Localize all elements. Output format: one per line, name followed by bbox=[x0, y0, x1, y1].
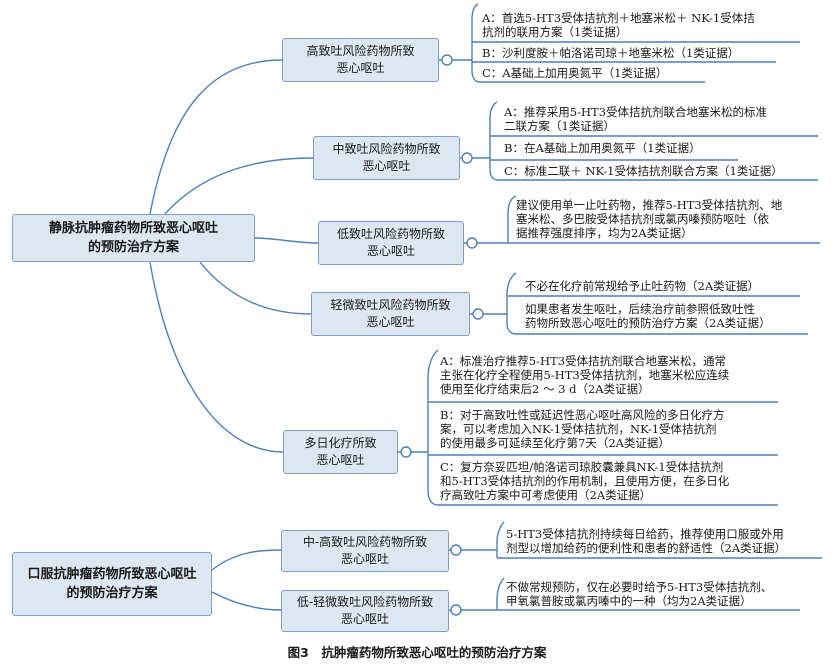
branch-multiday-line2: 恶心呕吐 bbox=[316, 453, 365, 467]
root-node-oral: 口服抗肿瘤药物所致恶心呕吐 的预防治疗方案 bbox=[12, 552, 212, 616]
branch-moderate-risk: 中致吐风险药物所致 恶心呕吐 bbox=[313, 136, 460, 180]
branch-oral-high: 中-高致吐风险药物所致 恶心呕吐 bbox=[281, 530, 449, 572]
leaf-minimal-2: 如果患者发生呕吐，后续治疗前参照低致吐性 药物所致恶心呕吐的预防治疗方案（2A类… bbox=[525, 302, 771, 330]
leaf-low: 建议使用单一止吐药物，推荐5-HT3受体拮抗剂、地 塞米松、多巴胺受体拮抗剂或氯… bbox=[516, 198, 782, 240]
branch-oral-high-line1: 中-高致吐风险药物所致 bbox=[302, 535, 428, 549]
branch-low-line1: 低致吐风险药物所致 bbox=[336, 227, 445, 241]
figure-caption: 图3 抗肿瘤药物所致恶心呕吐的预防治疗方案 bbox=[287, 645, 547, 660]
branch-minimal-line2: 恶心呕吐 bbox=[366, 315, 415, 329]
leaf-minimal-1: 不必在化疗前常规给予止吐药物（2A类证据） bbox=[525, 279, 759, 293]
leaf-line: 剂型以增加给药的便利性和患者的舒适性（2A类证据） bbox=[506, 541, 787, 555]
leaf-line: 案，可以考虑加入NK-1受体拮抗剂，NK-1受体拮抗剂 bbox=[440, 422, 717, 436]
branch-oral-low-line2: 恶心呕吐 bbox=[340, 612, 389, 626]
leaf-multiday-a: A：标准治疗推荐5-HT3受体拮抗剂联合地塞米松，通常 主张在化疗全程使用5-H… bbox=[440, 354, 729, 396]
leaf-line: 不必在化疗前常规给予止吐药物（2A类证据） bbox=[525, 279, 760, 293]
branch-high-line2: 恶心呕吐 bbox=[336, 61, 385, 75]
leaf-line: 使用至化疗结束后2 ～ 3 d（2A类证据） bbox=[440, 382, 650, 396]
leaf-multiday-c: C：复方奈妥匹坦/帕洛诺司琼胶囊兼具NK-1受体拮抗剂 和5-HT3受体拮抗剂的… bbox=[440, 460, 729, 502]
leaf-line: A：首选5-HT3受体拮抗剂＋地塞米松＋ NK-1受体拮 bbox=[482, 11, 755, 25]
branch-minimal-line1: 轻微致吐风险药物所致 bbox=[330, 298, 451, 312]
leaf-line: A：标准治疗推荐5-HT3受体拮抗剂联合地塞米松，通常 bbox=[440, 354, 727, 368]
leaf-line: 据推荐强度排序，均为2A类证据） bbox=[516, 226, 693, 240]
leaf-moderate-a: A：推荐采用5-HT3受体拮抗剂联合地塞米松的标准 二联方案（1类证据） bbox=[504, 105, 767, 133]
branch-high-risk: 高致吐风险药物所致 恶心呕吐 bbox=[282, 38, 439, 82]
leaf-line: 的使用最多可延续至化疗第7天（2A类证据） bbox=[440, 436, 670, 450]
leaf-line: 疗高致吐方案中可考虑使用（2A类证据） bbox=[440, 488, 652, 502]
leaf-line: 塞米松、多巴胺受体拮抗剂或氯丙嗪预防呕吐（依 bbox=[516, 212, 769, 226]
leaf-line: 药物所致恶心呕吐的预防治疗方案（2A类证据） bbox=[525, 316, 771, 330]
leaf-oral-high: 5-HT3受体拮抗剂持续每日给药，推荐使用口服或外用 剂型以增加给药的便利性和患… bbox=[506, 527, 786, 555]
branch-oral-high-line2: 恶心呕吐 bbox=[340, 552, 389, 566]
leaf-high-b: B：沙利度胺＋帕洛诺司琼＋地塞米松（1类证据） bbox=[482, 46, 739, 60]
leaf-line: C：复方奈妥匹坦/帕洛诺司琼胶囊兼具NK-1受体拮抗剂 bbox=[440, 460, 724, 474]
leaf-multiday-b: B：对于高致吐性或延迟性恶心呕吐高风险的多日化疗方 案，可以考虑加入NK-1受体… bbox=[440, 408, 724, 450]
branch-multiday-line1: 多日化疗所致 bbox=[304, 436, 377, 450]
leaf-line: 5-HT3受体拮抗剂持续每日给药，推荐使用口服或外用 bbox=[506, 527, 784, 541]
leaf-high-a: A：首选5-HT3受体拮抗剂＋地塞米松＋ NK-1受体拮 抗剂的联用方案（1类证… bbox=[482, 11, 755, 39]
branch-low-line2: 恶心呕吐 bbox=[366, 244, 415, 258]
leaf-line: 建议使用单一止吐药物，推荐5-HT3受体拮抗剂、地 bbox=[516, 198, 783, 212]
branch-moderate-line2: 恶心呕吐 bbox=[362, 159, 411, 173]
leaf-line: 不做常规预防，仅在必要时给予5-HT3受体拮抗剂、 bbox=[506, 580, 773, 594]
root-oral-line2: 的预防治疗方案 bbox=[66, 586, 158, 601]
root-oral-line1: 口服抗肿瘤药物所致恶心呕吐 bbox=[27, 567, 197, 582]
leaf-moderate-c: C：标准二联＋ NK-1受体拮抗剂联合方案（1类证据） bbox=[504, 164, 783, 178]
leaf-line: A：推荐采用5-HT3受体拮抗剂联合地塞米松的标准 bbox=[504, 105, 768, 119]
leaf-line: B：对于高致吐性或延迟性恶心呕吐高风险的多日化疗方 bbox=[440, 408, 725, 422]
branch-oral-low-line1: 低-轻微致吐风险药物所致 bbox=[296, 595, 434, 609]
branch-high-line1: 高致吐风险药物所致 bbox=[306, 44, 415, 58]
branch-multiday: 多日化疗所致 恶心呕吐 bbox=[283, 430, 398, 474]
branch-moderate-line1: 中致吐风险药物所致 bbox=[332, 142, 441, 156]
leaf-high-c: C：A基础上加用奥氮平（1类证据） bbox=[482, 66, 667, 80]
branch-oral-low: 低-轻微致吐风险药物所致 恶心呕吐 bbox=[281, 590, 449, 632]
leaf-line: 和5-HT3受体拮抗剂的作用机制，且使用方便，在多日化 bbox=[440, 474, 730, 488]
leaf-line: C：标准二联＋ NK-1受体拮抗剂联合方案（1类证据） bbox=[504, 164, 783, 178]
root-node-iv: 静脉抗肿瘤药物所致恶心呕吐 的预防治疗方案 bbox=[12, 214, 255, 262]
leaf-moderate-b: B：在A基础上加用奥氮平（1类证据） bbox=[504, 141, 701, 155]
leaf-line: 甲氧氯普胺或氯丙嗪中的一种（均为2A类证据） bbox=[506, 594, 752, 608]
branch-minimal-risk: 轻微致吐风险药物所致 恶心呕吐 bbox=[311, 292, 470, 336]
leaf-line: B：沙利度胺＋帕洛诺司琼＋地塞米松（1类证据） bbox=[482, 46, 740, 60]
leaf-line: 抗剂的联用方案（1类证据） bbox=[482, 25, 628, 39]
leaf-line: B：在A基础上加用奥氮平（1类证据） bbox=[504, 141, 701, 155]
leaf-line: 二联方案（1类证据） bbox=[504, 119, 615, 133]
root-iv-line2: 的预防治疗方案 bbox=[87, 240, 179, 255]
leaf-line: C：A基础上加用奥氮平（1类证据） bbox=[482, 66, 668, 80]
leaf-oral-low: 不做常规预防，仅在必要时给予5-HT3受体拮抗剂、 甲氧氯普胺或氯丙嗪中的一种（… bbox=[506, 580, 772, 608]
leaf-line: 主张在化疗全程使用5-HT3受体拮抗剂，地塞米松应连续 bbox=[440, 368, 730, 382]
branch-low-risk: 低致吐风险药物所致 恶心呕吐 bbox=[318, 221, 464, 265]
root-iv-line1: 静脉抗肿瘤药物所致恶心呕吐 bbox=[48, 221, 218, 236]
leaf-line: 如果患者发生呕吐，后续治疗前参照低致吐性 bbox=[525, 302, 755, 316]
